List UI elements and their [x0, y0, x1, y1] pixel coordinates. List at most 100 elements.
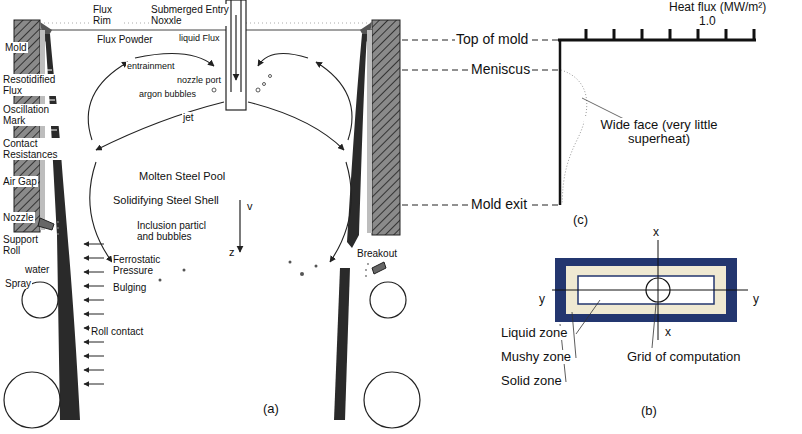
submerged-entry-nozzle — [235, 15, 236, 80]
zone-label: Mushy zone — [500, 350, 572, 364]
spray-nozzle — [365, 269, 367, 271]
leader-line — [572, 312, 576, 358]
flow-arrow — [88, 54, 352, 263]
spray-nozzle — [57, 227, 59, 229]
mold-wall — [14, 20, 400, 235]
support-roll — [364, 372, 420, 428]
ferrostatic-arrow — [84, 384, 104, 385]
part-label: Resotidified Flux — [2, 74, 64, 96]
leader-line — [652, 304, 656, 348]
inclusion-particle — [159, 279, 162, 282]
part-label: water — [24, 264, 50, 275]
level-label: Mold exit — [470, 197, 528, 212]
curve-label: Wide face (very little superheat) — [584, 118, 734, 147]
spray-nozzle — [367, 263, 369, 265]
submerged-entry-nozzle — [240, 0, 241, 92]
section-axis — [552, 290, 748, 291]
argon-bubble — [263, 83, 266, 86]
panel-label: (b) — [640, 404, 658, 418]
part-label: Flux Rim — [92, 4, 124, 26]
heat-flux-axis — [697, 29, 700, 40]
inclusion-particle — [183, 269, 186, 272]
flow-arrow — [330, 162, 351, 262]
axis-label: y — [752, 293, 760, 306]
part-label: nozzle port — [176, 76, 222, 86]
part-label: Solidifying Steel Shell — [112, 194, 220, 206]
axis-label: y — [538, 293, 546, 306]
flow-arrow — [90, 162, 112, 262]
flux-layer — [246, 23, 372, 24]
mold-wall — [372, 20, 400, 235]
part-label: Breakout — [356, 248, 398, 259]
axis-label: v — [246, 200, 254, 212]
part-label: Flux Powder — [96, 34, 154, 45]
flux-layer — [40, 30, 226, 31]
part-label: Contact Resistances — [2, 138, 66, 160]
steel-shell — [334, 268, 350, 420]
part-label: Submerged Entry Noxxle — [150, 4, 230, 26]
heat-flux-axis — [641, 29, 644, 40]
inclusion-particle — [159, 260, 318, 282]
heat-flux-axis — [559, 40, 562, 205]
axis-title: Heat flux (MW/m²) — [668, 1, 767, 14]
part-label: Bulging — [112, 282, 147, 293]
level-label: Meniscus — [470, 62, 531, 77]
support-roll — [4, 372, 60, 428]
inclusion-particle — [315, 265, 318, 268]
flow-arrow — [248, 102, 344, 150]
axis-label: x — [652, 226, 660, 239]
tick-value: 1.0 — [698, 15, 717, 28]
casting-direction-arrow — [240, 200, 241, 252]
heat-flux-axis — [669, 29, 672, 40]
leader-line — [576, 300, 600, 334]
ferrostatic-arrow — [84, 356, 104, 357]
ferrostatic-arrow — [84, 258, 104, 259]
flow-arrow — [88, 62, 128, 140]
heat-flux-axis — [558, 29, 756, 205]
part-label: Ferrostatic Pressure — [112, 254, 176, 276]
spray-nozzle — [57, 221, 59, 223]
panel-label: (c) — [572, 213, 589, 227]
oscillation-mark — [48, 100, 55, 101]
flux-layer — [246, 30, 372, 31]
part-label: Support Roll — [2, 234, 44, 256]
support-roll — [4, 282, 420, 428]
panel-label: (a) — [262, 402, 280, 416]
part-label: entrainment — [126, 62, 176, 72]
zone-label: Solid zone — [500, 374, 563, 388]
heat-flux-axis — [613, 29, 616, 40]
level-line — [402, 40, 560, 205]
zone-label: Grid of computation — [626, 350, 741, 364]
heat-flux-axis — [582, 98, 626, 120]
inclusion-particle — [300, 272, 304, 276]
ferrostatic-arrow — [84, 370, 104, 371]
oscillation-mark — [46, 70, 52, 71]
flow-arrow — [258, 54, 308, 67]
part-label: Air Gap — [2, 176, 38, 187]
spray-nozzle — [38, 218, 386, 277]
steel-shell — [45, 34, 367, 420]
argon-bubble — [269, 75, 272, 78]
heat-flux-axis — [725, 29, 728, 40]
spray-nozzle — [57, 233, 59, 235]
part-label: Oscillation Mark — [2, 104, 66, 126]
flow-arrow — [96, 102, 224, 150]
argon-bubble — [212, 88, 216, 92]
heat-flux-axis — [753, 29, 756, 40]
part-label: Inclusion particl and bubbles — [136, 220, 218, 242]
part-label: Nozzle — [2, 212, 35, 223]
flux-layer — [40, 30, 45, 230]
argon-bubble — [256, 88, 260, 92]
level-label: Top of mold — [455, 32, 529, 47]
heat-flux-axis — [585, 29, 588, 40]
leader-line — [560, 300, 656, 382]
ferrostatic-arrow — [84, 342, 104, 343]
part-label: Spray — [4, 278, 32, 289]
section-axis — [552, 240, 748, 340]
ferrostatic-arrow — [84, 244, 104, 245]
heat-flux-axis — [561, 70, 587, 204]
part-label: argon bubbles — [138, 90, 197, 100]
zone-label: Liquid zone — [500, 326, 569, 340]
